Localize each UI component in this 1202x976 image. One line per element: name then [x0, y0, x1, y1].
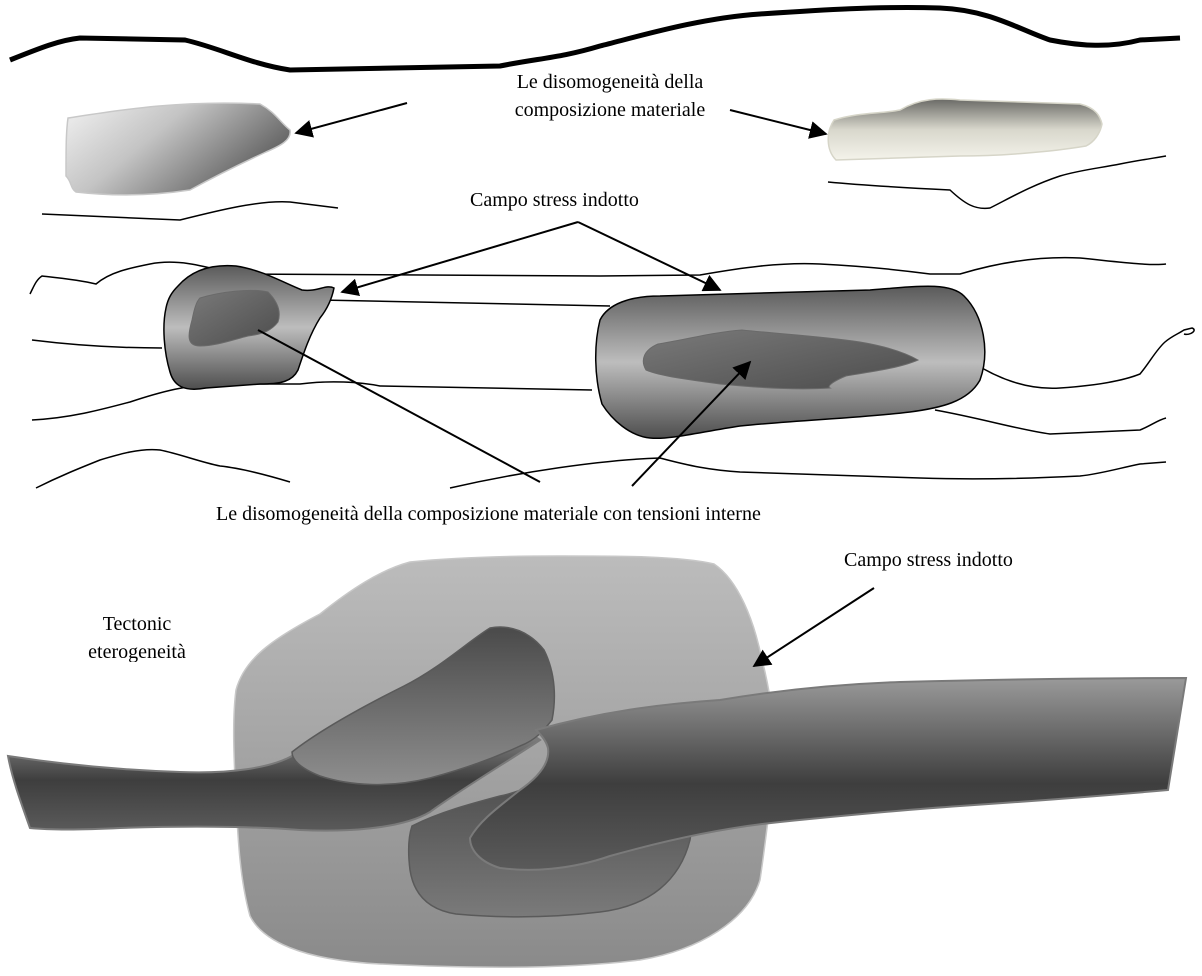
strata-line-4	[32, 340, 162, 348]
label-tectonic: Tectonic eterogeneità	[62, 610, 212, 662]
inhomogeneity-top-left-shape	[66, 103, 290, 195]
strata-line-6	[972, 328, 1194, 388]
label-stress-field-bottom: Campo stress indotto	[844, 546, 1013, 574]
label-tectonic-line-2: eterogeneità	[62, 638, 212, 662]
strata-line-9	[36, 450, 290, 488]
label-inhomogeneity-top: Le disomogeneità della composizione mate…	[470, 68, 750, 124]
label-stress-field-middle: Campo stress indotto	[470, 186, 639, 214]
inhomogeneity-top-right-shape	[828, 99, 1102, 160]
line-internal-to-left-core	[258, 330, 540, 482]
strata-line-1	[42, 202, 338, 220]
label-tectonic-line-1: Tectonic	[62, 610, 212, 638]
arrow-stress-to-left-pod	[342, 222, 578, 292]
label-inhomogeneity-top-line-2: composizione materiale	[470, 96, 750, 124]
strata-line-10	[450, 458, 1166, 488]
arrow-stress-to-right-pod	[578, 222, 720, 290]
arrow-to-halo	[754, 588, 874, 666]
strata-line-2	[828, 156, 1166, 208]
label-inhomogeneity-top-line-1: Le disomogeneità della	[470, 68, 750, 96]
strata-line-7	[32, 382, 592, 420]
label-inhomogeneity-internal: Le disomogeneità della composizione mate…	[216, 500, 761, 528]
strata-line-5	[320, 300, 610, 306]
top-surface-line	[10, 7, 1180, 70]
strata-line-8	[935, 410, 1166, 434]
arrow-to-top-left-shape	[296, 103, 407, 133]
